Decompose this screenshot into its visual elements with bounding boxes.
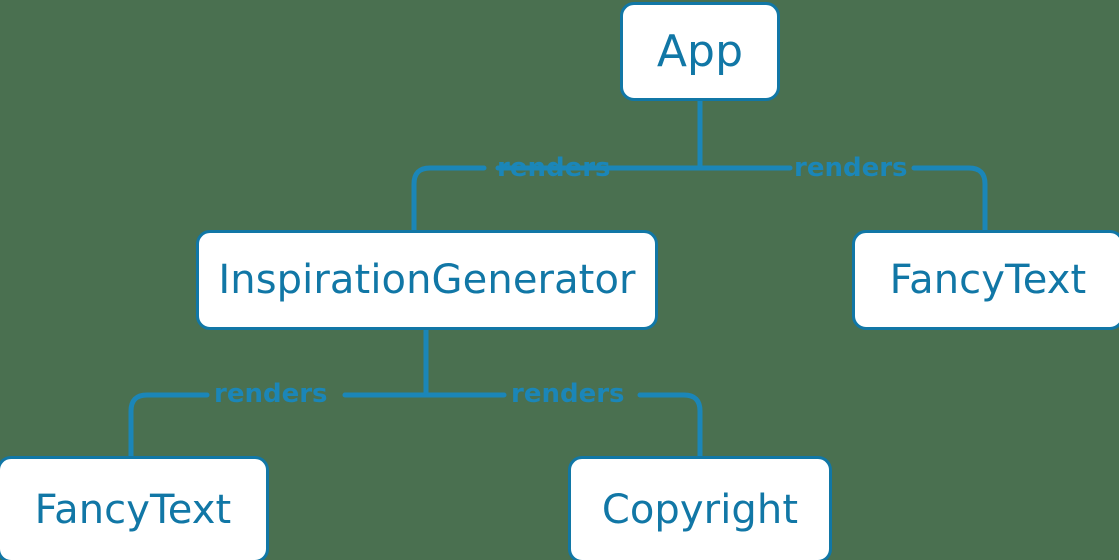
edge-label-app-to-inspirationgenerator: renders — [497, 153, 611, 183]
connector-inspiration-to-fancytext-left — [128, 392, 429, 459]
node-fancytext-left-label: FancyText — [34, 486, 232, 533]
node-fancytext-right[interactable]: FancyText — [852, 230, 1119, 330]
node-inspirationgenerator-label: InspirationGenerator — [218, 257, 636, 303]
connector-app-to-fancytext-right — [697, 165, 988, 233]
node-copyright-label: Copyright — [601, 486, 799, 533]
connector-inspiration-to-copyright — [423, 392, 703, 459]
connector-app-to-inspiration — [411, 165, 703, 233]
edge-label-app-to-fancytext-right: renders — [794, 153, 908, 183]
node-inspirationgenerator[interactable]: InspirationGenerator — [196, 230, 658, 330]
edge-label-inspirationgenerator-to-fancytext-left: renders — [214, 379, 328, 409]
node-fancytext-right-label: FancyText — [889, 257, 1087, 303]
node-fancytext-left[interactable]: FancyText — [0, 456, 269, 560]
node-app-label: App — [656, 25, 744, 77]
edge-label-inspirationgenerator-to-copyright: renders — [511, 379, 625, 409]
node-app[interactable]: App — [620, 2, 780, 101]
node-copyright[interactable]: Copyright — [568, 456, 832, 560]
